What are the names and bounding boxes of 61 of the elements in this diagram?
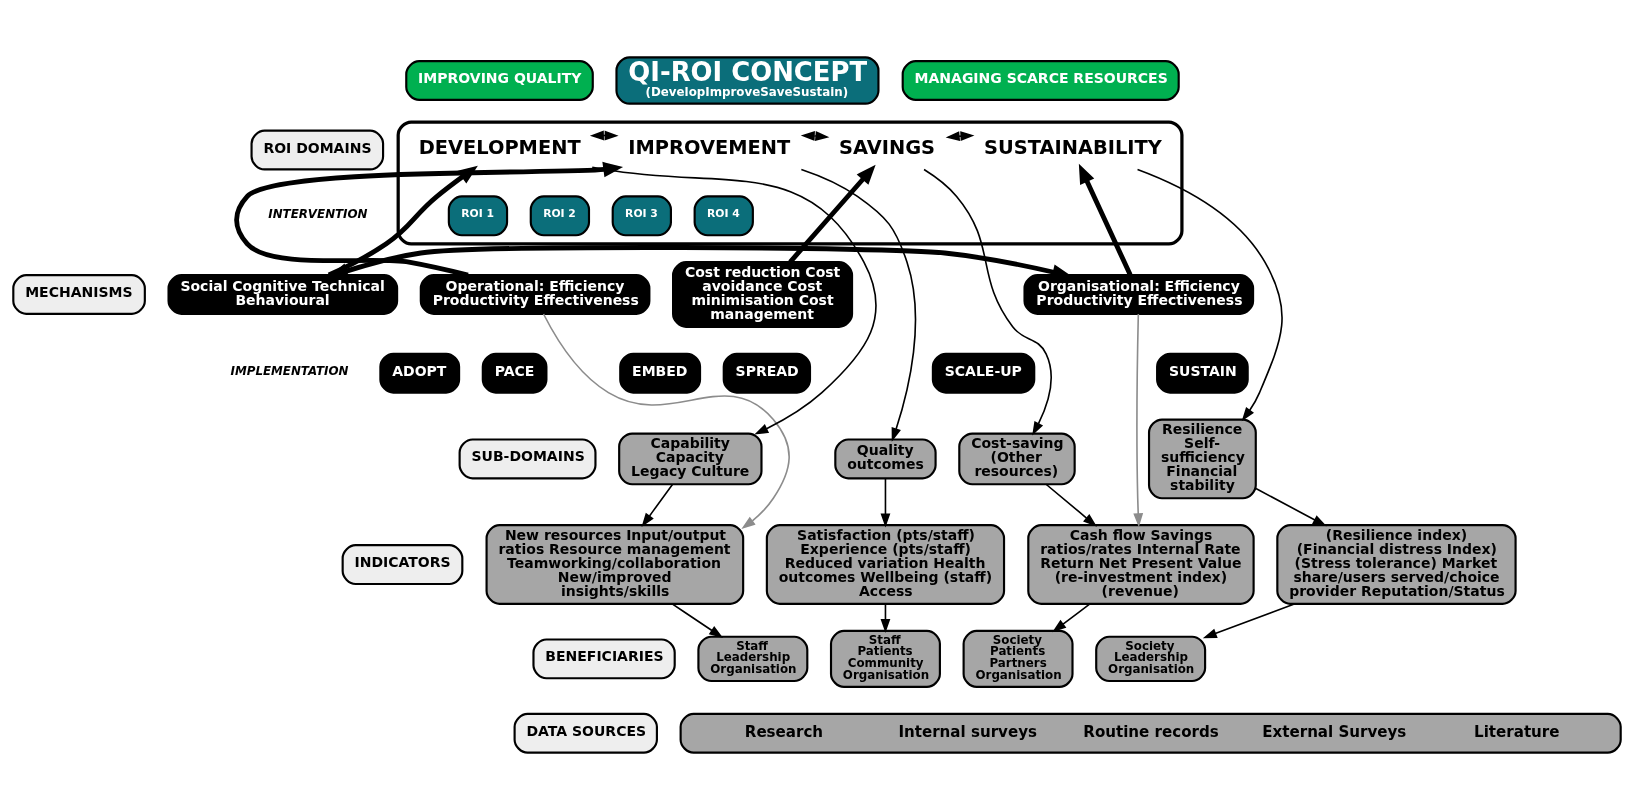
node-box: Organisational: Efficiency Productivity Effectiveness — [1022, 273, 1254, 315]
node-text: SUSTAINABILITY — [983, 135, 1162, 159]
arrow — [589, 130, 619, 140]
node-box: New resources Input/output ratios Resource management Teamworking/collaboration New/improved insights/skills — [485, 523, 744, 605]
node-box: SUSTAIN — [1155, 352, 1249, 394]
arrow — [922, 168, 1052, 436]
node-box: PACE — [481, 352, 547, 394]
node-box: Resilience Self-sufficiency Financial stability — [1147, 417, 1257, 499]
node-text: SAVINGS — [838, 135, 935, 159]
cluster — [396, 119, 1184, 245]
arrow — [1254, 487, 1327, 526]
node-box: Capability Capacity Legacy Culture — [617, 432, 763, 485]
node-box: IMPROVING QUALITY — [404, 59, 594, 101]
node-box: SPREAD — [722, 352, 811, 394]
node-box: INDICATORS — [341, 543, 463, 585]
node-box: EMBED — [618, 352, 701, 394]
arrow — [590, 165, 877, 435]
arrow — [1044, 482, 1097, 527]
node-box: ADOPT — [378, 352, 460, 394]
node-box: MECHANISMS — [11, 273, 146, 315]
node-box: Society Patients Partners Organisation — [962, 629, 1074, 688]
arrow — [1051, 602, 1091, 632]
arrow — [641, 483, 673, 527]
node-text: DEVELOPMENT — [418, 135, 581, 159]
arrow — [1132, 312, 1143, 527]
arrow — [1136, 168, 1283, 421]
node-box: (Resilience index) (Financial distress Index) (Stress tolerance) Market share/users served/choice provider Reputation/Status — [1275, 523, 1517, 605]
arrow — [880, 477, 890, 527]
node-box: Cost-saving (Other resources) — [957, 432, 1076, 485]
node-box: ROI DOMAINS — [250, 129, 384, 171]
arrow — [1078, 163, 1132, 276]
node-box: Research Internal surveys Routine records External Surveys Literature — [679, 712, 1622, 754]
arrow — [787, 164, 876, 264]
node-text: IMPROVEMENT — [627, 135, 790, 159]
node-box: MANAGING SCARCE RESOURCES — [901, 59, 1180, 101]
node-box: Staff Leadership Organisation — [696, 635, 808, 682]
node-box: ROI 3 — [611, 194, 672, 236]
node-box: Society Leadership Organisation — [1094, 635, 1206, 682]
arrow — [945, 130, 974, 141]
node-box: Cash flow Savings ratios/rates Internal Rate Return Net Present Value (re-investment index) (revenue) — [1026, 523, 1255, 605]
node-box: ROI 4 — [693, 194, 754, 236]
arrow — [542, 312, 790, 529]
node-box: Quality outcomes — [833, 437, 937, 479]
label: INTERVENTION — [267, 206, 368, 221]
node-box: Staff Patients Community Organisation — [829, 629, 941, 688]
arrow — [1202, 602, 1295, 638]
node-box: QI-ROI CONCEPT (DevelopImproveSaveSustain) — [614, 55, 880, 105]
node-box: Operational: Efficiency Productivity Effectiveness — [419, 273, 650, 315]
node-box: ROI 2 — [529, 194, 590, 236]
arrow — [670, 602, 723, 638]
node-box: Cost reduction Cost avoidance Cost minimisation Cost management — [671, 260, 853, 328]
arrow — [800, 168, 916, 442]
node-box: Satisfaction (pts/staff) Experience (pts/staff) Reduced variation Health outcomes Wellbeing (staff) Access — [765, 523, 1005, 605]
node-box: SUB-DOMAINS — [458, 437, 597, 479]
arrow — [800, 130, 829, 141]
node-box: Social Cognitive Technical Behavioural — [166, 273, 398, 315]
node-box: BENEFICIARIES — [531, 637, 676, 679]
node-box: SCALE-UP — [931, 352, 1035, 394]
node-box: DATA SOURCES — [513, 712, 658, 754]
node-box: ROI 1 — [447, 194, 508, 236]
label: IMPLEMENTATION — [230, 363, 349, 378]
